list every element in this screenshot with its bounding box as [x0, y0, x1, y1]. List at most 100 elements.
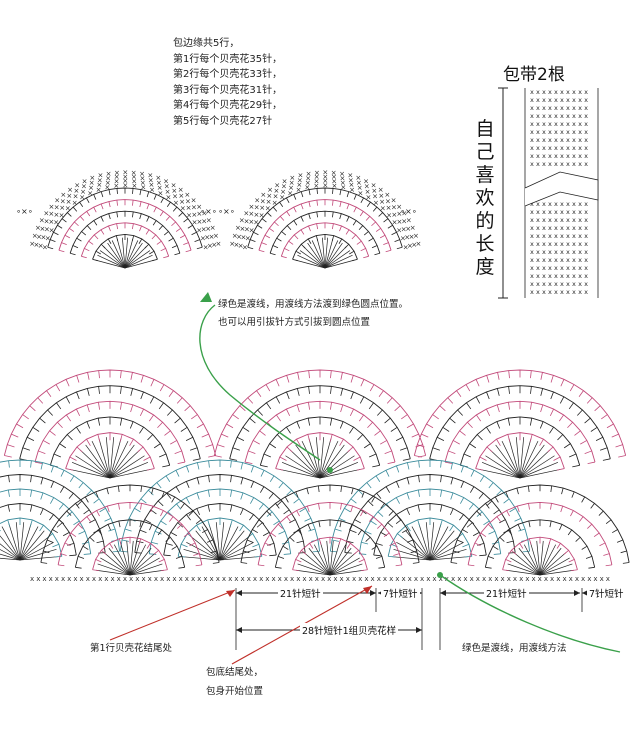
fan-spoke — [324, 238, 334, 269]
stitch-post — [375, 556, 383, 559]
stitch-post — [548, 538, 552, 545]
stitch-post — [258, 249, 265, 253]
stitch-post — [97, 434, 101, 442]
stitch-post — [286, 211, 291, 217]
stitch-post — [240, 492, 244, 500]
x-stitch: × — [340, 179, 346, 187]
stitch-post — [176, 397, 183, 404]
stitch-post — [286, 225, 292, 231]
stitch-post — [22, 414, 29, 420]
stitch-post — [507, 529, 513, 536]
stitch-post — [371, 496, 376, 503]
stitch-post — [466, 522, 473, 528]
stitch-post — [571, 569, 578, 572]
fan-spoke — [103, 552, 131, 576]
stitch-post — [145, 229, 150, 235]
stitch-post — [140, 375, 144, 383]
stitch-post — [101, 549, 107, 555]
stitch-post — [395, 564, 402, 567]
stitch-post — [139, 408, 144, 417]
stitch-post — [346, 216, 350, 222]
stitch-post — [293, 234, 299, 240]
stitch-post — [331, 235, 335, 242]
fan-spoke — [519, 440, 539, 479]
x-stitch: × — [157, 184, 163, 192]
stitch-post — [253, 231, 259, 236]
stitch-post — [139, 520, 142, 528]
stitch-post — [76, 237, 82, 242]
fan-spoke — [316, 238, 326, 269]
x-stitch: × — [49, 226, 55, 234]
stitch-post — [247, 397, 254, 404]
fan-spoke — [195, 530, 221, 561]
stitch-post — [339, 201, 342, 208]
shell-fan — [0, 459, 121, 561]
stitch-post — [450, 477, 454, 485]
stitch-post — [584, 450, 592, 454]
stitch-post — [391, 231, 397, 236]
stitch-post — [116, 200, 118, 206]
fan-spoke — [285, 455, 321, 479]
fan-spoke — [129, 563, 163, 576]
stitch-post — [516, 505, 520, 513]
fan-spoke — [539, 563, 573, 576]
stitch-post — [117, 485, 120, 493]
stitch-post — [317, 485, 320, 493]
stitch-post — [176, 503, 182, 510]
stitch-post — [377, 523, 383, 529]
x-stitch: × — [253, 219, 259, 227]
stitch-post — [162, 464, 170, 468]
stitch-post — [69, 227, 75, 232]
strap-stitch-row: xxxxxxxxxx — [530, 200, 588, 208]
stitch-post — [316, 200, 318, 206]
stitch-post — [375, 542, 383, 546]
fan-spoke — [329, 547, 352, 576]
stitch-post — [180, 543, 188, 548]
stitch-post — [278, 482, 284, 489]
fan-spoke — [126, 540, 131, 576]
stitch-post — [177, 461, 186, 465]
stitch-post — [100, 203, 104, 210]
x-stitch: × — [331, 173, 337, 181]
fan-spoke — [519, 449, 551, 479]
stitch-post — [151, 234, 157, 240]
fan-spoke — [303, 552, 331, 576]
stitch-post — [236, 436, 245, 441]
stitch-post — [300, 243, 306, 249]
stitch-post — [375, 227, 381, 232]
x-stitch: × — [196, 218, 202, 226]
stitch-post — [377, 511, 384, 517]
stitch-post — [406, 477, 410, 485]
stitch-post — [450, 562, 458, 564]
stitch-post — [496, 404, 500, 413]
stitch-post — [363, 443, 371, 449]
fan-spoke — [319, 462, 359, 479]
stitch-post — [332, 188, 334, 195]
x-stitch: × — [348, 176, 354, 184]
stitch-post — [161, 491, 165, 498]
stitch-post — [468, 503, 474, 510]
fan-spoke — [319, 437, 325, 479]
stitch-post — [156, 240, 162, 245]
fan-spoke — [319, 440, 339, 479]
stitch-post — [460, 465, 464, 473]
stitch-post — [207, 519, 211, 527]
stitch-post — [393, 553, 400, 556]
stitch-post — [350, 391, 354, 400]
stitch-post — [134, 507, 141, 513]
fan-spoke — [129, 552, 157, 576]
stitch-post — [563, 443, 571, 449]
stitch-post — [42, 440, 50, 445]
stitch-post — [286, 516, 291, 522]
x-stitch: × — [156, 179, 162, 187]
shell-fan: ××××××××××××××××××××××××××××××××××××××××… — [29, 168, 221, 269]
stitch-post — [353, 549, 359, 555]
x-stitch: × — [131, 182, 137, 190]
x-stitch: × — [196, 203, 202, 211]
stitch-post — [356, 468, 365, 471]
stitch-post — [346, 203, 350, 210]
x-stitch: × — [378, 192, 384, 200]
stitch-post — [66, 434, 73, 441]
stitch-post — [146, 468, 155, 471]
stitch-post — [479, 456, 487, 461]
